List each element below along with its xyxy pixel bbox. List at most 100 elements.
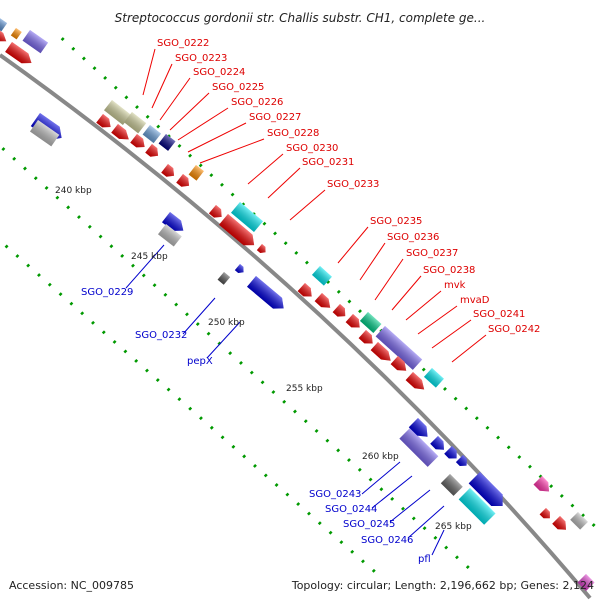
- tick-mark: [379, 487, 384, 492]
- leader-line: [451, 334, 487, 363]
- tick-mark: [293, 409, 297, 414]
- gene-label-sgo-0226[interactable]: SGO_0226: [231, 97, 283, 108]
- kbp-label: 255 kbp: [286, 384, 323, 394]
- leader-line: [374, 258, 404, 301]
- gene-label-sgo-0228[interactable]: SGO_0228: [267, 128, 319, 139]
- leader-line: [169, 92, 210, 131]
- map-title: Streptococcus gordonii str. Challis subs…: [115, 11, 486, 25]
- tick-mark: [55, 195, 60, 200]
- gene-label-sgo-0229[interactable]: SGO_0229: [81, 287, 133, 298]
- tick-mark: [444, 545, 449, 550]
- tick-mark: [209, 173, 214, 178]
- leader-line: [361, 461, 401, 495]
- gene-feature: [22, 30, 49, 54]
- tick-mark: [239, 360, 243, 365]
- gene-feature: [5, 42, 32, 64]
- gene-feature: [157, 224, 182, 247]
- gene-label-sgo-0227[interactable]: SGO_0227: [249, 112, 301, 123]
- tick-mark: [71, 46, 76, 51]
- gene-label-mvk[interactable]: mvk: [444, 280, 466, 291]
- gene-feature: [405, 372, 425, 390]
- tick-mark: [496, 435, 501, 440]
- leader-line: [151, 63, 173, 109]
- tick-mark: [113, 85, 118, 90]
- gene-label-sgo-0223[interactable]: SGO_0223: [175, 53, 227, 64]
- gene-label-sgo-0245[interactable]: SGO_0245: [343, 519, 395, 530]
- tick-mark: [307, 511, 311, 516]
- gene-feature: [458, 488, 496, 525]
- gene-feature: [111, 124, 129, 140]
- gene-feature: [552, 516, 567, 530]
- gene-label-sgo-0246[interactable]: SGO_0246: [361, 535, 413, 546]
- gene-label-sgo-0238[interactable]: SGO_0238: [423, 265, 475, 276]
- gene-labels: 240 kbp 245 kbp 250 kbp 255 kbp 260 kbp …: [55, 38, 540, 565]
- gene-label-sgo-0230[interactable]: SGO_0230: [286, 143, 338, 154]
- leader-line: [371, 475, 413, 509]
- tick-mark: [124, 95, 129, 100]
- tick-mark: [303, 419, 308, 424]
- tick-mark: [443, 387, 447, 391]
- gene-label-sgo-0222[interactable]: SGO_0222: [157, 38, 209, 49]
- tick-mark: [361, 559, 365, 564]
- gene-label-pepx[interactable]: pepX: [187, 356, 213, 367]
- tick-mark: [141, 273, 146, 278]
- gene-label-sgo-0243[interactable]: SGO_0243: [309, 489, 361, 500]
- gene-label-sgo-0235[interactable]: SGO_0235: [370, 216, 422, 227]
- tick-mark: [177, 397, 182, 402]
- tick-mark: [134, 359, 139, 363]
- gene-label-sgo-0236[interactable]: SGO_0236: [387, 232, 439, 243]
- gene-feature: [345, 314, 360, 328]
- genome-backbone: [0, 53, 592, 600]
- gene-label-sgo-0232[interactable]: SGO_0232: [135, 330, 187, 341]
- gene-label-pfl[interactable]: pfl: [418, 554, 431, 565]
- gene-feature: [29, 120, 60, 147]
- gene-feature: [231, 202, 263, 233]
- tick-mark: [271, 390, 276, 395]
- gene-label-sgo-0237[interactable]: SGO_0237: [406, 248, 458, 259]
- kbp-label: 260 kbp: [362, 452, 399, 462]
- leader-line: [337, 226, 369, 264]
- gene-label-sgo-0231[interactable]: SGO_0231: [302, 157, 354, 168]
- kbp-label: 265 kbp: [435, 522, 472, 532]
- gene-label-sgo-0242[interactable]: SGO_0242: [488, 324, 540, 335]
- tick-mark: [109, 244, 114, 249]
- tick-mark: [347, 458, 351, 463]
- tick-mark: [23, 166, 27, 171]
- tick-mark: [401, 506, 405, 511]
- tick-mark: [195, 322, 200, 326]
- tick-mark: [262, 221, 267, 226]
- gene-feature: [96, 114, 111, 128]
- leader-line: [359, 242, 386, 281]
- tick-mark: [220, 435, 225, 440]
- gene-feature: [370, 342, 391, 361]
- gene-label-sgo-0225[interactable]: SGO_0225: [212, 82, 264, 93]
- gene-label-mvad[interactable]: mvaD: [460, 295, 490, 306]
- tick-mark: [282, 399, 287, 404]
- tick-mark: [314, 428, 319, 433]
- gene-feature: [247, 276, 284, 309]
- gene-feature: [399, 428, 439, 467]
- leader-line: [267, 167, 301, 199]
- gene-feature: [217, 272, 231, 285]
- tick-mark: [339, 540, 344, 545]
- gene-feature: [468, 472, 503, 506]
- gene-label-sgo-0224[interactable]: SGO_0224: [193, 67, 245, 78]
- tick-mark: [26, 263, 31, 268]
- gene-feature: [570, 512, 588, 530]
- tick-mark: [390, 497, 395, 501]
- tick-mark: [517, 455, 522, 459]
- gene-label-sgo-0233[interactable]: SGO_0233: [327, 179, 379, 190]
- gene-label-sgo-0241[interactable]: SGO_0241: [473, 309, 525, 320]
- tick-mark: [326, 280, 331, 285]
- tick-mark: [253, 463, 257, 468]
- gene-feature: [219, 214, 255, 246]
- kbp-label: 245 kbp: [131, 252, 168, 262]
- leader-line: [389, 489, 431, 523]
- gene-feature: [256, 244, 266, 253]
- tick-mark: [485, 425, 490, 430]
- gene-label-sgo-0244[interactable]: SGO_0244: [325, 504, 377, 515]
- tick-mark: [228, 351, 233, 356]
- gene-feature: [130, 134, 145, 148]
- leader-line: [159, 77, 191, 121]
- gene-feature: [10, 28, 22, 40]
